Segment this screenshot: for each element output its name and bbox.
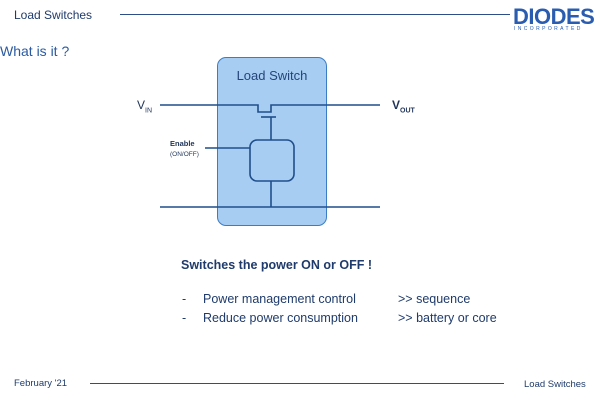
bullet-note: >> battery or core: [398, 311, 497, 325]
slide-question: What is it ?: [0, 43, 70, 59]
logo-subtext: INCORPORATED: [514, 26, 583, 32]
vin-label: VIN: [137, 98, 153, 115]
footer-date: February '21: [14, 378, 68, 389]
header-title: Load Switches: [14, 8, 93, 22]
vout-label: VOUT: [392, 98, 415, 115]
bullet-note: >> sequence: [398, 292, 471, 306]
enable-label: Enable: [170, 139, 195, 148]
bullet-dash: -: [182, 311, 187, 325]
footer-title: Load Switches: [524, 379, 586, 390]
vin-vout-rail: [160, 104, 380, 113]
load-switch-label: Load Switch: [236, 68, 308, 83]
logo-wordmark: DIODES: [513, 4, 595, 29]
headline: Switches the power ON or OFF !: [181, 258, 372, 272]
header-divider: [120, 14, 510, 15]
control-block: [249, 139, 295, 182]
footer-divider: [90, 383, 504, 384]
bullet-dash: -: [182, 292, 187, 306]
bullet-text: Reduce power consumption: [203, 311, 358, 325]
enable-state-label: (ON/OFF): [170, 151, 199, 158]
diodes-logo: DIODES INCORPORATED: [512, 4, 600, 34]
bullet-text: Power management control: [203, 292, 356, 306]
